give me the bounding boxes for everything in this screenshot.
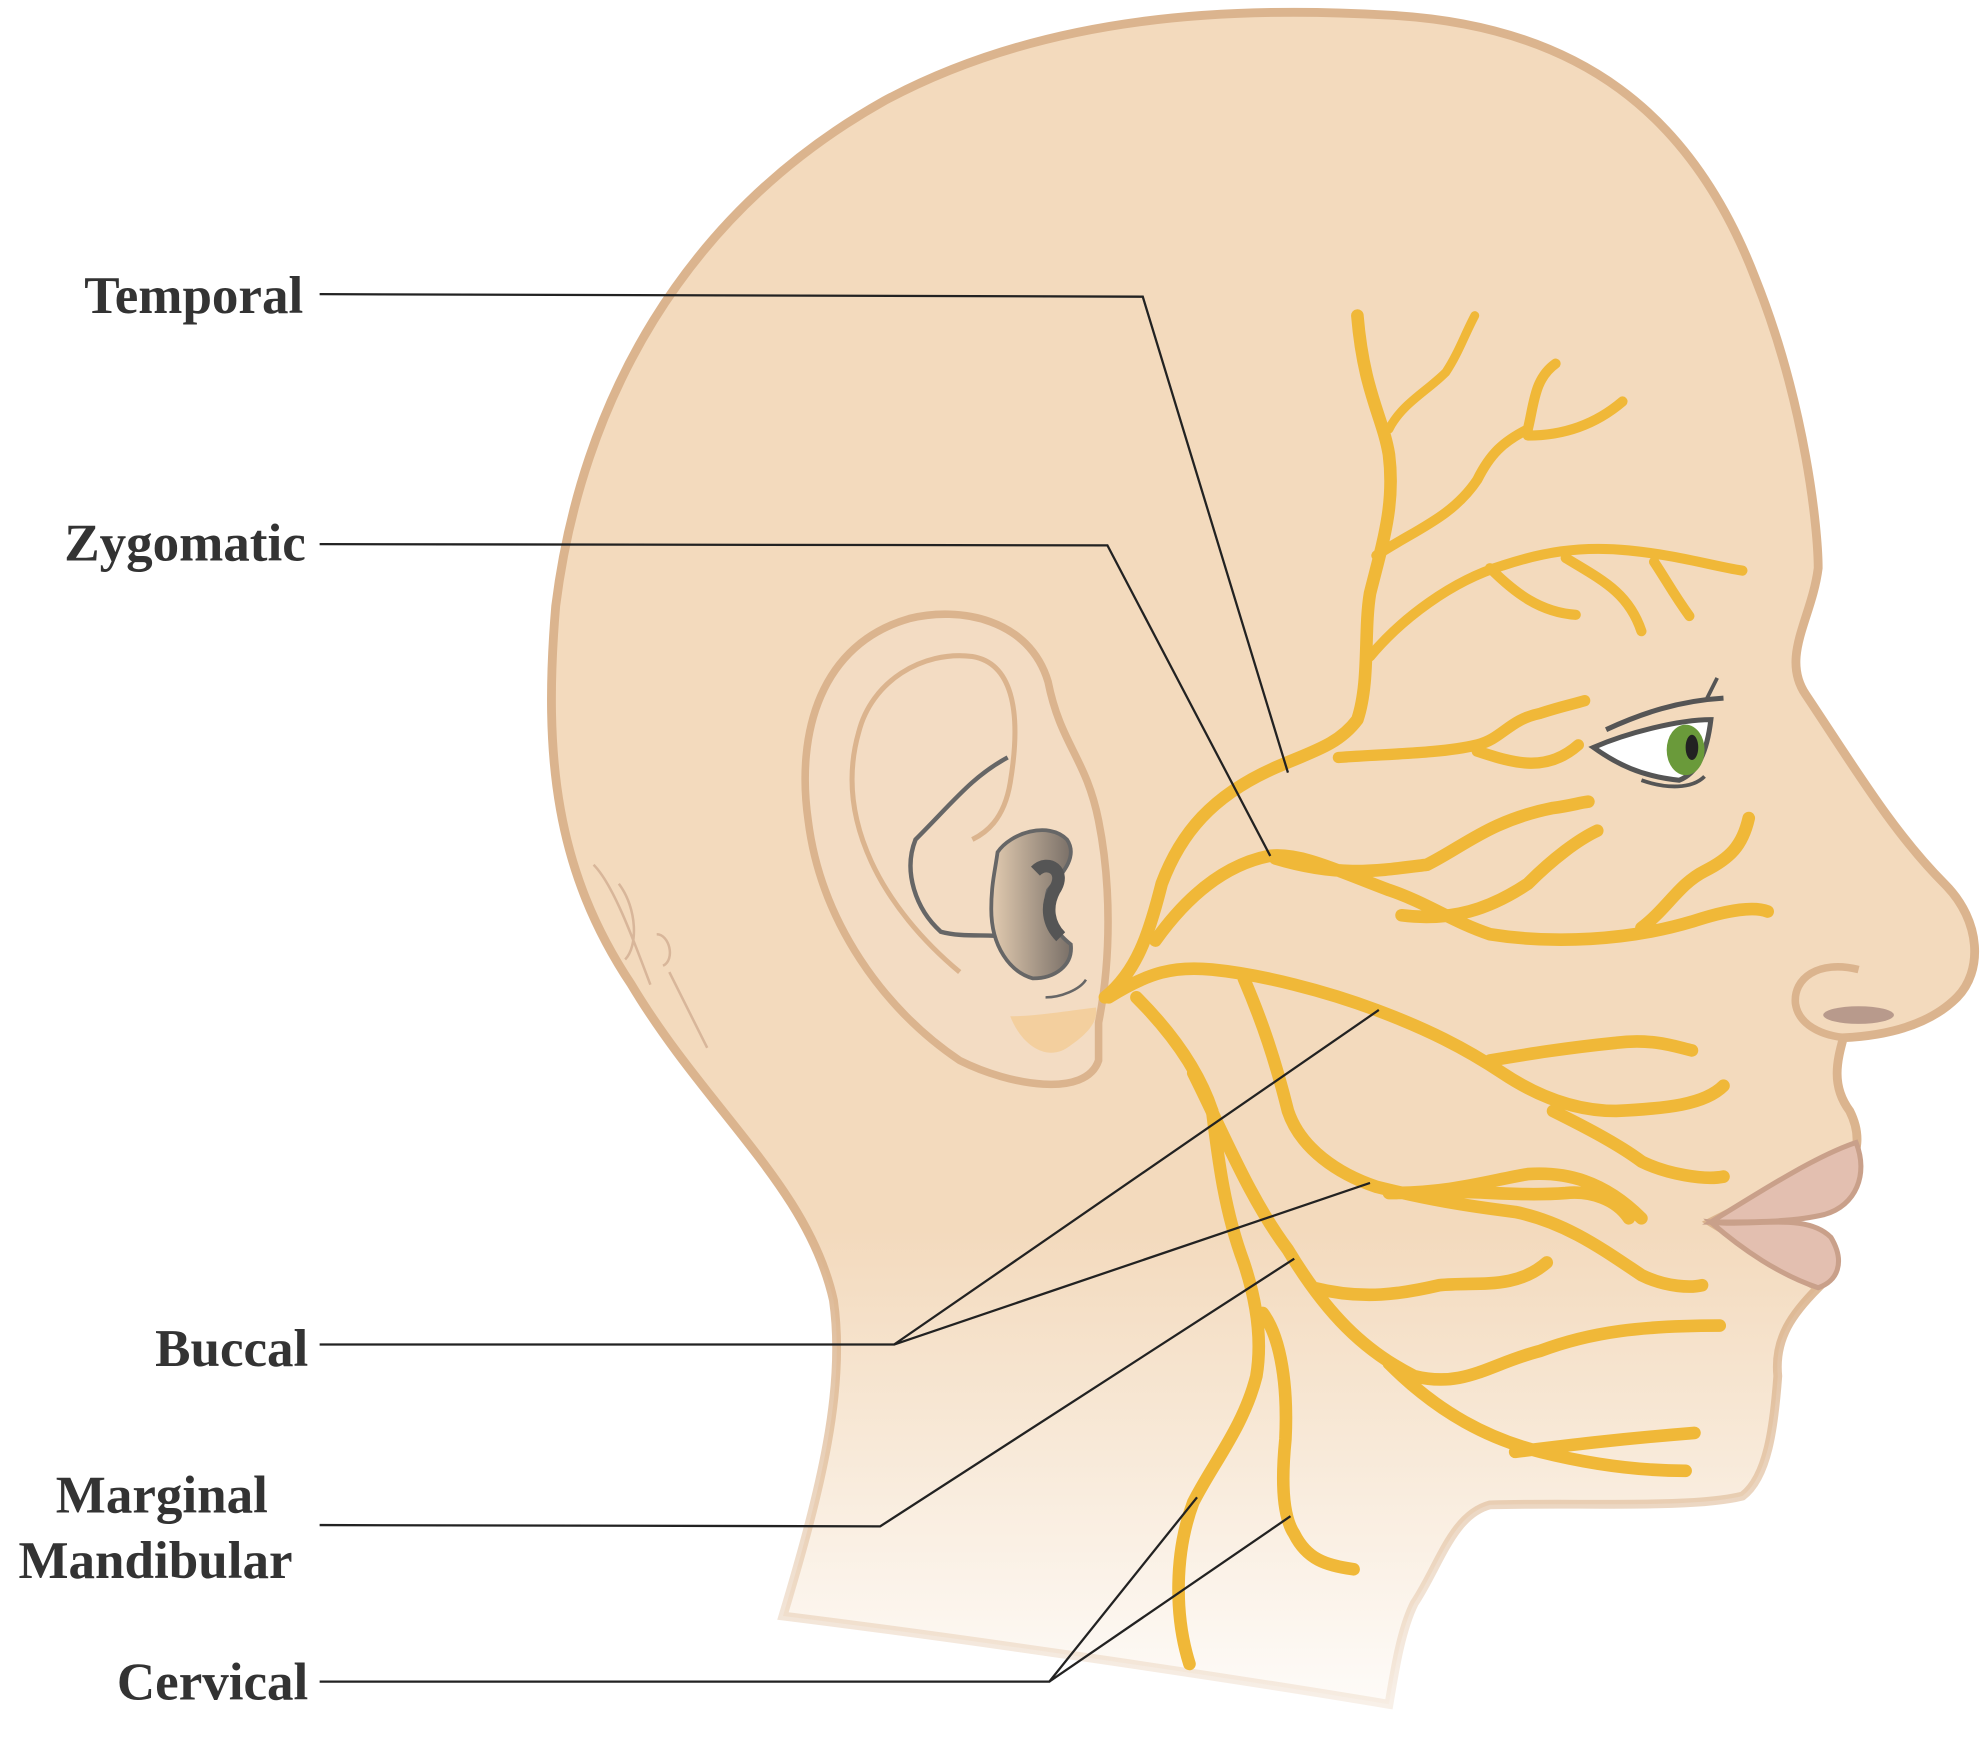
label-marginal: Marginal	[56, 1466, 268, 1524]
leader-marginal-mandibular	[319, 1257, 1295, 1528]
nostril	[1823, 1006, 1894, 1024]
facial-nerve-branches	[1098, 309, 1774, 1671]
leader-cervical-left	[319, 1496, 1198, 1683]
leader-temporal	[319, 293, 1290, 773]
label-temporal: Temporal	[84, 267, 303, 325]
nose-ala	[1791, 963, 1860, 1042]
leader-zygomatic	[319, 542, 1272, 857]
leader-lines	[319, 293, 1380, 1683]
label-buccal: Buccal	[155, 1320, 308, 1378]
ear	[801, 610, 1112, 1089]
label-zygomatic: Zygomatic	[64, 515, 305, 573]
eye	[1588, 677, 1724, 789]
artist-signature	[592, 863, 709, 1049]
label-cervical: Cervical	[117, 1653, 308, 1711]
leader-buccal-lower	[893, 1181, 1371, 1346]
label-mandibular: Mandibular	[19, 1532, 293, 1590]
lower-lip	[1703, 1218, 1841, 1291]
leader-cervical-right	[1048, 1515, 1292, 1683]
